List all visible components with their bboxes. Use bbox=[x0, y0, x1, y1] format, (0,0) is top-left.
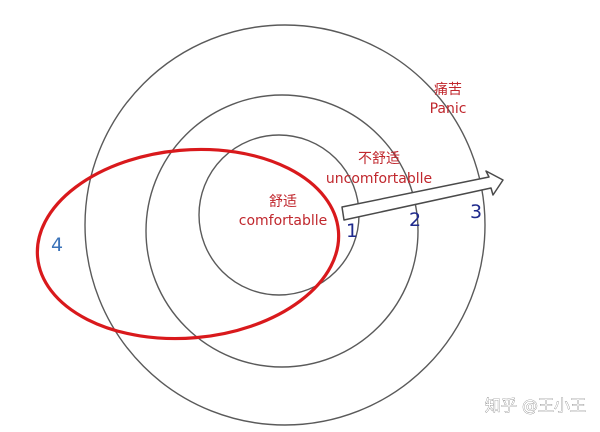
marker-4: 4 bbox=[51, 234, 63, 256]
comfort-label-en: comfortablle bbox=[239, 213, 328, 229]
panic-label-cn: 痛苦 bbox=[434, 81, 462, 98]
outer-ring-panic bbox=[84, 24, 486, 426]
uncomfort-label-en: uncomfortablle bbox=[326, 171, 432, 187]
uncomfort-label-cn: 不舒适 bbox=[358, 151, 400, 167]
panic-label-en: Panic bbox=[430, 101, 467, 117]
growth-arrow bbox=[341, 170, 504, 221]
marker-1: 1 bbox=[346, 220, 358, 242]
marker-3: 3 bbox=[470, 201, 482, 223]
watermark: 知乎 @王小王 bbox=[485, 396, 586, 415]
comfort-label-cn: 舒适 bbox=[269, 194, 297, 210]
highlight-ellipse bbox=[35, 147, 341, 341]
middle-ring-uncomfortable bbox=[145, 94, 419, 368]
marker-2: 2 bbox=[409, 209, 421, 231]
